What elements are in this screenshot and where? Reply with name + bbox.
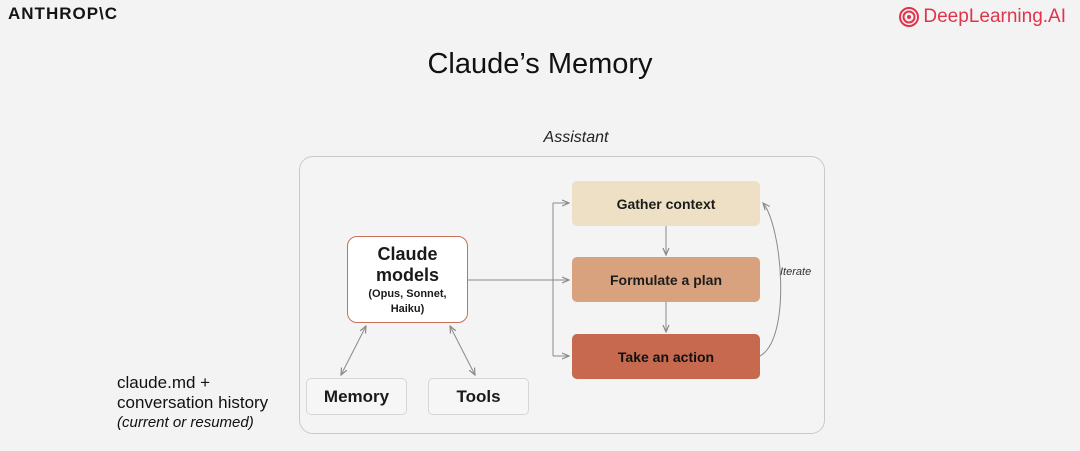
iterate-loop-arrow xyxy=(759,203,782,357)
models-memory-arrow xyxy=(341,326,366,375)
anthropic-logo: ANTHROP\C xyxy=(8,4,119,23)
tools-node: Tools xyxy=(428,378,529,415)
assistant-label: Assistant xyxy=(543,129,609,146)
models-title-line2: models xyxy=(375,264,440,285)
claude-models-node: Claude models (Opus, Sonnet, Haiku) xyxy=(347,236,468,323)
gather-context-step: Gather context xyxy=(572,181,760,226)
models-tools-arrow xyxy=(450,326,475,375)
formulate-plan-step: Formulate a plan xyxy=(572,257,760,302)
memory-source-note: claude.md + conversation history (curren… xyxy=(117,373,268,433)
take-action-step: Take an action xyxy=(572,334,760,379)
models-subtitle-line1: (Opus, Sonnet, xyxy=(368,287,447,300)
note-line-conversation-history: conversation history xyxy=(117,393,269,412)
slide-title: Claude’s Memory xyxy=(427,48,653,80)
deeplearning-logo-icon xyxy=(899,7,920,27)
memory-node: Memory xyxy=(306,378,407,415)
note-line-current-or-resumed: (current or resumed) xyxy=(117,414,254,431)
iterate-label: Iterate xyxy=(780,266,812,278)
deeplearning-ai-wordmark: DeepLearning.AI xyxy=(923,6,1066,27)
note-line-claude-md: claude.md + xyxy=(117,373,211,392)
models-subtitle-line2: Haiku) xyxy=(390,302,425,315)
deeplearning-ai-logo: DeepLearning.AI xyxy=(899,6,1066,28)
models-title-line1: Claude xyxy=(377,243,438,264)
